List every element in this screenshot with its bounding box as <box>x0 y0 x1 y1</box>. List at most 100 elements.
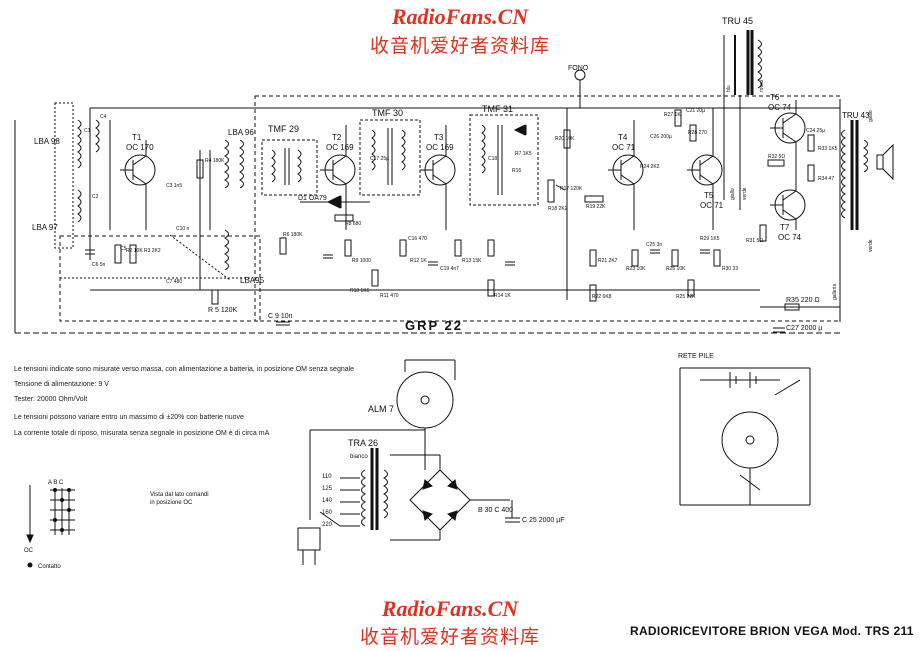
comp-c7: C7 480 <box>166 279 182 285</box>
label-switch-note-2: in posizione OC <box>150 500 193 506</box>
label-tra26-lead: bianco <box>350 454 368 460</box>
label-tru43: TRU 43 <box>842 111 870 120</box>
label-t4: T4 <box>618 133 628 142</box>
label-fono: FONO <box>568 65 589 72</box>
comp-c22: R17 120K <box>560 186 583 192</box>
label-tmf29: TMF 29 <box>268 124 299 134</box>
comp-c1: C1 <box>84 128 91 134</box>
comp-r27: R29 1K5 <box>700 236 720 242</box>
label-tra26: TRA 26 <box>348 438 378 448</box>
note-line-5: La corrente totale di riposo, misurata s… <box>14 430 270 437</box>
comp-c6: C6 5n <box>92 262 106 268</box>
comp-c10: C10 n <box>176 226 190 232</box>
comp-r4: R4 180K <box>205 158 225 164</box>
label-lba95: LBA95 <box>240 276 265 285</box>
label-alm7: ALM 7 <box>368 404 394 414</box>
label-switch-key: Contatto <box>38 564 61 570</box>
board-outline <box>254 95 841 322</box>
comp-r19: R21 2K7 <box>598 258 618 264</box>
label-switch-columns: A B C <box>48 480 64 486</box>
label-lba97: LBA 97 <box>32 223 58 232</box>
label-lba98: LBA 98 <box>34 137 60 146</box>
label-t1-type: OC 170 <box>126 143 154 152</box>
comp-r28: R30 33 <box>722 266 738 272</box>
label-t2-type: OC 169 <box>326 143 354 152</box>
comp-r15: R16 <box>512 168 521 174</box>
alm7-selector <box>396 371 454 429</box>
note-line-4: Le tensioni possono variare entro un mas… <box>14 414 244 421</box>
tmf30-can <box>359 119 421 196</box>
comp-r23: R25 22K <box>676 294 696 300</box>
comp-p1: R18 2K2 <box>548 206 568 212</box>
label-switch-note-1: Vista dal lato comandi <box>150 492 209 498</box>
comp-r2: R2 10K <box>126 248 143 254</box>
watermark-site: RadioFans.CN <box>391 4 529 29</box>
label-c25: C 25 2000 µF <box>522 517 565 524</box>
comp-c25: C21 20µ <box>686 108 705 114</box>
comp-r26: R28 270 <box>688 130 707 136</box>
label-switch-oc: OC <box>24 548 34 554</box>
label-r35: R35 220 Ω <box>786 297 820 304</box>
note-line-1: Le tensioni indicate sono misurate verso… <box>14 366 355 373</box>
comp-r25: R27 1K <box>664 112 681 118</box>
comp-r8: R9 1000 <box>352 258 371 264</box>
comp-r9: R10 1K6 <box>350 288 370 294</box>
switch-legend-grid <box>26 485 75 544</box>
comp-r12: R13 15K <box>462 258 482 264</box>
label-t6-type: OC 74 <box>768 103 792 112</box>
label-rete-pile: RETE PILE <box>678 353 714 360</box>
comp-c15: C17 25µ <box>370 156 389 162</box>
label-tru45-lead-giallo: giallo <box>730 188 736 200</box>
comp-r30: R32 5Ω <box>768 154 785 160</box>
comp-r6: R6 180K <box>283 232 303 238</box>
comp-r20: R22 6K8 <box>592 294 612 300</box>
label-mains-160: 160 <box>322 510 333 516</box>
power-switch <box>721 411 779 469</box>
comp-c4: C4 <box>100 114 107 120</box>
comp-c17: C19 4n7 <box>440 266 459 272</box>
tmf31-can <box>469 114 539 206</box>
label-diode: D1 OA79 <box>298 195 327 202</box>
label-t3: T3 <box>434 133 444 142</box>
diagram-title: RADIORICEVITORE BRION VEGA Mod. TRS 211 <box>630 624 914 638</box>
comp-c3: C3 1n5 <box>166 183 182 189</box>
tru45-winding <box>756 39 762 89</box>
comp-r29: R31 5Ω <box>746 238 763 244</box>
watermark-chinese: 收音机爱好者资料库 <box>369 35 550 57</box>
label-t5: T5 <box>704 191 714 200</box>
label-t6: T6 <box>770 93 780 102</box>
board-label: GRP 22 <box>405 318 463 333</box>
comp-r17: R20 10K <box>555 136 575 142</box>
label-mains-125: 125 <box>322 486 333 492</box>
comp-c16: C18 <box>488 156 497 162</box>
label-tru43-lead-verde: verde <box>868 239 874 252</box>
bridge-rectifier <box>409 469 471 531</box>
label-bridge: B 30 C 400 <box>478 507 513 514</box>
label-tru45-lead-rosso: rosso <box>759 80 765 92</box>
comp-r24: R26 10K <box>666 266 686 272</box>
label-c27: C27 2000 µ <box>786 325 822 332</box>
comp-c23: C25 3n <box>646 242 662 248</box>
comp-c2: C2 <box>92 194 99 200</box>
comp-r18: R19 22K <box>586 204 606 210</box>
label-tmf31: TMF 31 <box>482 104 513 114</box>
speaker-icon <box>876 154 884 170</box>
label-r5: R 5 120K <box>208 307 238 314</box>
diode-d1 <box>326 195 341 209</box>
comp-r34: C24 25µ <box>806 128 825 134</box>
tmf29-can <box>261 139 318 196</box>
watermark-chinese-bottom: 收音机爱好者资料库 <box>359 626 540 648</box>
lower-network <box>276 224 767 326</box>
label-c9: C 9 10n <box>268 313 293 320</box>
label-mains-110: 110 <box>322 474 332 480</box>
comp-c19: R7 1K5 <box>515 151 532 157</box>
comp-r10: R11 470 <box>380 293 399 299</box>
comp-r32: R34 47 <box>818 176 834 182</box>
watermark-site-bottom: RadioFans.CN <box>381 596 519 621</box>
comp-r31: R33 1K5 <box>818 146 838 152</box>
label-tmf30: TMF 30 <box>372 108 403 118</box>
mains-plug <box>297 527 321 551</box>
label-t1: T1 <box>132 133 142 142</box>
label-t7-type: OC 74 <box>778 233 802 242</box>
